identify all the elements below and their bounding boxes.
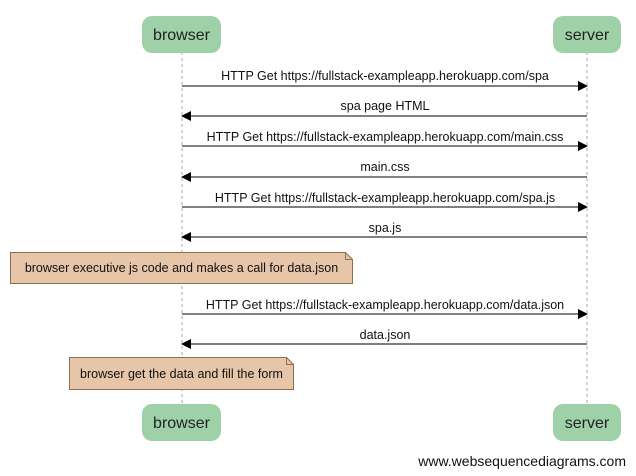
participant-browser-bottom-label: browser (153, 415, 211, 432)
note-2-fold (286, 357, 294, 365)
message-1-label: HTTP Get https://fullstack-exampleapp.he… (221, 69, 549, 83)
participant-browser-top: browser (142, 16, 221, 53)
note-1: browser executive js code and makes a ca… (10, 252, 353, 284)
message-8-label: data.json (360, 328, 411, 342)
participant-server-top: server (553, 16, 621, 53)
participant-server-top-label: server (565, 27, 610, 44)
message-2: spa page HTML (181, 99, 587, 121)
message-3-label: HTTP Get https://fullstack-exampleapp.he… (207, 130, 564, 144)
note-2-text: browser get the data and fill the form (80, 367, 283, 381)
message-6-label: spa.js (369, 221, 402, 235)
participant-server-bottom: server (553, 404, 621, 441)
note-1-box (10, 252, 353, 284)
message-7: HTTP Get https://fullstack-exampleapp.he… (182, 298, 588, 319)
note-1-fold (345, 252, 353, 260)
message-5-label: HTTP Get https://fullstack-exampleapp.he… (215, 191, 555, 205)
message-1: HTTP Get https://fullstack-exampleapp.he… (182, 69, 588, 91)
message-7-label: HTTP Get https://fullstack-exampleapp.he… (206, 298, 564, 312)
watermark: www.websequencediagrams.com (417, 453, 626, 469)
participant-browser-bottom: browser (142, 404, 221, 441)
note-2-box (69, 357, 294, 390)
message-6: spa.js (181, 221, 587, 242)
note-1-text: browser executive js code and makes a ca… (25, 261, 338, 275)
participant-server-bottom-label: server (565, 415, 610, 432)
message-8: data.json (181, 328, 587, 349)
message-4: main.css (181, 160, 587, 182)
message-2-label: spa page HTML (341, 99, 430, 113)
message-5: HTTP Get https://fullstack-exampleapp.he… (182, 191, 588, 212)
message-3: HTTP Get https://fullstack-exampleapp.he… (182, 130, 588, 151)
participant-browser-top-label: browser (153, 27, 211, 44)
message-4-label: main.css (360, 160, 409, 174)
note-2: browser get the data and fill the form (69, 357, 294, 390)
